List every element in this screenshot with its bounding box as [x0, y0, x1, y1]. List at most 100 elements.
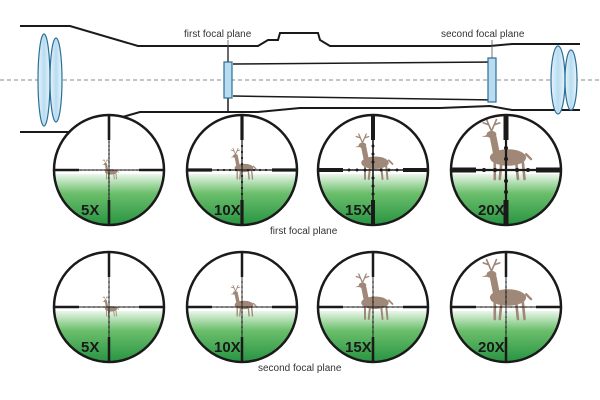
reticle-dot: [108, 291, 110, 293]
reticle-dot: [241, 321, 243, 323]
reticle-dot: [108, 286, 110, 288]
reticle-dot: [379, 168, 383, 172]
magnification-label: 10X: [214, 339, 241, 356]
reticle-dot: [92, 169, 94, 171]
scope-outline-top: [20, 25, 580, 47]
reticle-dot: [371, 160, 375, 164]
reticle-dot: [108, 326, 110, 328]
sfp-row-label: second focal plane: [258, 363, 342, 374]
reticle-dot: [266, 306, 268, 308]
reticle-dot: [108, 321, 110, 323]
reticle-dot: [241, 311, 243, 313]
reticle-dot: [252, 168, 256, 172]
reticle-dot: [133, 306, 135, 308]
magnification-label: 20X: [478, 202, 505, 219]
reticle-dot: [231, 306, 233, 308]
reticle-dot: [116, 169, 118, 171]
reticle-dot: [108, 141, 110, 143]
reticle-dot: [505, 331, 507, 333]
reticle-dot: [240, 186, 244, 190]
reticle-dot: [240, 180, 244, 184]
reticle-dot: [505, 316, 507, 318]
reticle-dot: [480, 306, 482, 308]
reticle-dot: [347, 168, 351, 172]
reticle-dot: [392, 306, 394, 308]
reticle-dot: [526, 168, 530, 172]
reticle-dot: [355, 168, 359, 172]
reticle-dot: [108, 153, 110, 155]
reticle-dot: [371, 192, 375, 196]
ffp-row-label: first focal plane: [270, 226, 338, 237]
magnification-label: 20X: [478, 339, 505, 356]
reticle-dot: [372, 281, 374, 283]
reticle-dot: [505, 296, 507, 298]
reticle-dot: [234, 168, 238, 172]
reticle-dot: [108, 161, 110, 163]
reticle-dot: [505, 286, 507, 288]
reticle-dot: [504, 146, 508, 150]
reticle-dot: [241, 326, 243, 328]
reticle-dot: [108, 185, 110, 187]
reticle-dot: [84, 169, 86, 171]
reticle-dot: [221, 306, 223, 308]
reticle-dot: [108, 311, 110, 313]
reticle-second-focal-plane-20x: 20X: [449, 250, 563, 364]
reticle-dot: [505, 301, 507, 303]
reticle-dot: [108, 281, 110, 283]
reticle-dot: [372, 291, 374, 293]
reticle-dot: [113, 306, 115, 308]
reticle-dot: [347, 306, 349, 308]
reticle-ring: [316, 113, 430, 227]
reticle-dot: [261, 306, 263, 308]
reticle-dot: [108, 197, 110, 199]
reticle-dot: [241, 301, 243, 303]
reticle-dot: [241, 331, 243, 333]
reticle-dot: [108, 189, 110, 191]
reticle-dot: [371, 144, 375, 148]
reticle-dot: [371, 176, 375, 180]
reticle-dot: [108, 165, 110, 167]
reticle-dot: [495, 306, 497, 308]
reticle-dot: [88, 169, 90, 171]
reticle-dot: [504, 190, 508, 194]
reticle-dot: [83, 306, 85, 308]
reticle-ring: [449, 250, 563, 364]
reticle-dot: [372, 296, 374, 298]
reticle-dot: [108, 301, 110, 303]
reticle-dot: [387, 168, 391, 172]
reticle-dot: [258, 168, 262, 172]
reticle-dot: [387, 306, 389, 308]
reticle-dot: [264, 168, 268, 172]
reticle-ring: [52, 250, 166, 364]
deer-silhouette: [481, 118, 533, 181]
reticle-dot: [372, 311, 374, 313]
reticle-first-focal-plane-5x: 5X: [52, 113, 166, 227]
reticle-dot: [515, 168, 519, 172]
magnification-label: 10X: [214, 202, 241, 219]
inner-tube-top: [232, 61, 496, 65]
reticle-dot: [493, 168, 497, 172]
reticle-dot: [251, 306, 253, 308]
magnification-label: 15X: [345, 339, 372, 356]
reticle-dot: [504, 157, 508, 161]
reticle-dot: [240, 162, 244, 166]
reticle-dot: [246, 306, 248, 308]
reticle-dot: [241, 296, 243, 298]
reticle-dot: [100, 169, 102, 171]
reticle-dot: [357, 306, 359, 308]
reticle-dot: [112, 169, 114, 171]
reticle-dot: [530, 306, 532, 308]
reticle-first-focal-plane-15x: 15X: [316, 113, 430, 227]
reticle-dot: [505, 311, 507, 313]
ffp-reticle-element: [223, 61, 233, 99]
reticle-dot: [525, 306, 527, 308]
reticle-dot: [240, 144, 244, 148]
reticle-ring: [185, 113, 299, 227]
reticle-dot: [88, 306, 90, 308]
reticle-dot: [504, 179, 508, 183]
reticle-dot: [395, 168, 399, 172]
reticle-second-focal-plane-10x: 10X: [185, 250, 299, 364]
reticle-dot: [520, 306, 522, 308]
